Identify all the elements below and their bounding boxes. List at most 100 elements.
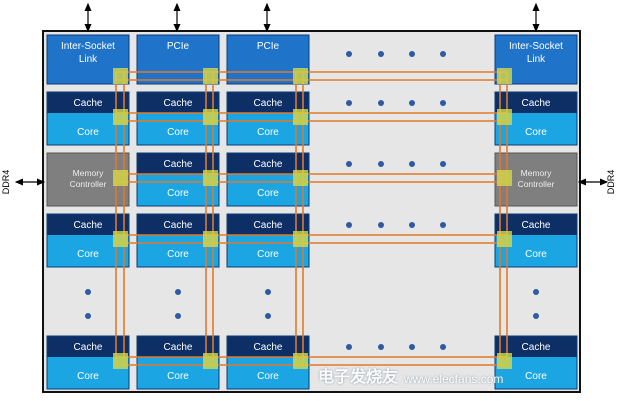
watermark-url: www.elecfans.com — [404, 372, 504, 386]
cache-label: Cache — [164, 159, 193, 170]
cache-label: Cache — [522, 98, 551, 109]
cache-block — [227, 153, 309, 174]
inter-socket-label: Link — [527, 54, 546, 65]
ellipsis-dot — [409, 51, 415, 57]
memory-controller-label: Memory — [73, 168, 104, 178]
tile-outline — [226, 213, 310, 268]
tile-outline — [46, 91, 130, 146]
cache-label: Cache — [254, 342, 283, 353]
core-label: Core — [257, 188, 279, 199]
cache-label: Cache — [254, 98, 283, 109]
ellipsis-dot — [85, 289, 91, 295]
tile-outline — [46, 213, 130, 268]
core-label: Core — [167, 371, 189, 382]
cache-label: Cache — [522, 342, 551, 353]
die-outline — [42, 30, 581, 393]
cache-label: Cache — [74, 220, 103, 231]
mesh-stop — [203, 68, 218, 84]
cache-label: Cache — [254, 220, 283, 231]
ellipsis-dot — [440, 51, 446, 57]
mesh-stop — [203, 109, 218, 125]
tile-outline — [136, 213, 220, 268]
ellipsis-dot — [85, 313, 91, 319]
ellipsis-dot — [175, 289, 181, 295]
ellipsis-dot — [533, 289, 539, 295]
ellipsis-dot — [378, 161, 384, 167]
core-label: Core — [257, 249, 279, 260]
mesh-stop — [113, 231, 128, 247]
mesh-stop — [203, 353, 218, 369]
memory-controller-label: Controller — [70, 179, 107, 189]
tile-outline — [226, 91, 310, 146]
tile-outline — [136, 91, 220, 146]
ellipsis-dot — [346, 222, 352, 228]
ellipsis-dot — [378, 222, 384, 228]
mesh-stop — [497, 231, 512, 247]
cache-label: Cache — [74, 98, 103, 109]
inter-socket-label: Inter-Socket — [61, 41, 115, 52]
cache-block — [495, 336, 577, 357]
cache-label: Cache — [164, 98, 193, 109]
mesh-stop — [203, 170, 218, 186]
mesh-stop — [497, 68, 512, 84]
ellipsis-dot — [409, 100, 415, 106]
ddr4-left-label: DDR4 — [1, 170, 11, 195]
cache-label: Cache — [74, 342, 103, 353]
mesh-stop — [203, 231, 218, 247]
cache-block — [495, 214, 577, 235]
ellipsis-dot — [440, 222, 446, 228]
mesh-stop — [497, 170, 512, 186]
mesh-stop — [113, 353, 128, 369]
cache-block — [227, 336, 309, 357]
tile-outline — [136, 335, 220, 390]
memory-controller-label: Memory — [521, 168, 552, 178]
cache-label: Cache — [254, 159, 283, 170]
ellipsis-dot — [440, 161, 446, 167]
cache-block — [47, 336, 129, 357]
mesh-stop — [113, 68, 128, 84]
ellipsis-dot — [533, 313, 539, 319]
core-label: Core — [525, 249, 547, 260]
core-label: Core — [77, 371, 99, 382]
inter-socket-label: Inter-Socket — [509, 41, 563, 52]
mesh-stop — [497, 109, 512, 125]
ellipsis-dot — [409, 161, 415, 167]
inter-socket-label: Link — [79, 54, 98, 65]
core-label: Core — [525, 371, 547, 382]
ellipsis-dot — [378, 344, 384, 350]
ellipsis-dot — [440, 344, 446, 350]
cache-label: Cache — [522, 220, 551, 231]
mesh-stop — [293, 109, 308, 125]
ellipsis-dot — [175, 313, 181, 319]
tile-outline — [136, 152, 220, 207]
ellipsis-dot — [378, 100, 384, 106]
core-label: Core — [167, 127, 189, 138]
cache-block — [227, 92, 309, 113]
cache-block — [227, 214, 309, 235]
mesh-stop — [113, 170, 128, 186]
cache-block — [495, 92, 577, 113]
pcie-label: PCIe — [167, 41, 190, 52]
cache-block — [137, 153, 219, 174]
ellipsis-dot — [346, 344, 352, 350]
mesh-stop — [113, 109, 128, 125]
tile-outline — [494, 335, 578, 390]
tile-outline — [226, 335, 310, 390]
cache-block — [137, 336, 219, 357]
ellipsis-dot — [346, 161, 352, 167]
tile-outline — [46, 335, 130, 390]
tile-outline — [494, 213, 578, 268]
core-label: Core — [167, 249, 189, 260]
tile-outline — [226, 152, 310, 207]
core-label: Core — [257, 371, 279, 382]
mesh-stop — [293, 231, 308, 247]
mesh-stop — [293, 68, 308, 84]
core-label: Core — [167, 188, 189, 199]
cache-block — [137, 214, 219, 235]
cache-label: Cache — [164, 220, 193, 231]
mesh-stop — [293, 170, 308, 186]
cache-block — [47, 92, 129, 113]
ellipsis-dot — [265, 289, 271, 295]
cache-block — [137, 92, 219, 113]
